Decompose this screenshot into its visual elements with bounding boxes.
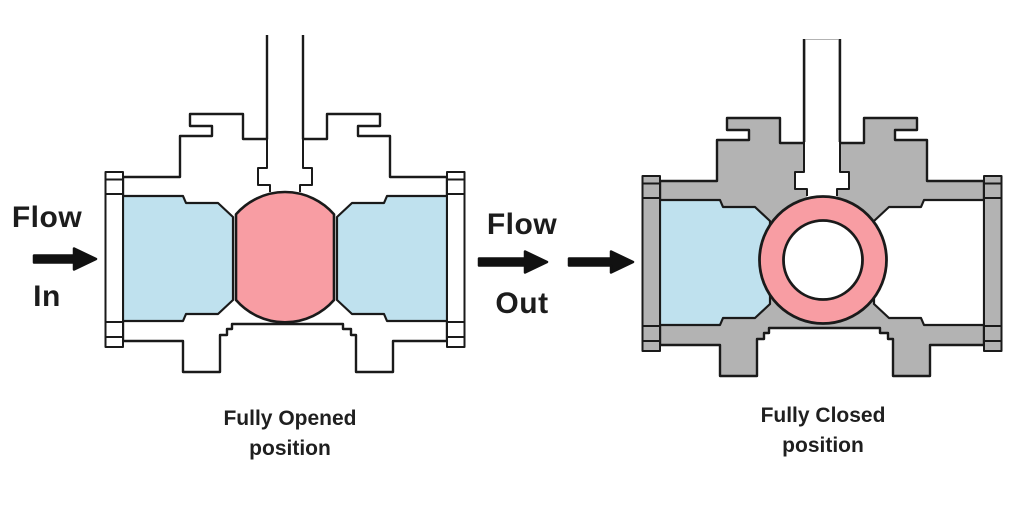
- valve-open-caption: Fully Opened position: [158, 404, 422, 464]
- flow-channel-outlet-empty: [872, 198, 986, 327]
- ball-open: [234, 190, 336, 324]
- flow-in-label-word: Flow: [11, 201, 83, 234]
- flow-channel-inlet: [121, 194, 235, 323]
- stem-shaft: [805, 40, 839, 144]
- flow-channel-outlet: [335, 194, 449, 323]
- transition-arrow-icon: [567, 250, 635, 274]
- valve-closed-caption: Fully Closed position: [691, 401, 955, 461]
- flow-in-label-direction: In: [33, 280, 61, 313]
- valve-open-caption-line1: Fully Opened: [223, 407, 357, 430]
- stem-open-top: [262, 28, 308, 35]
- flow-out-arrow-icon: [477, 250, 549, 274]
- flow-out-label-word: Flow: [486, 208, 558, 241]
- flow-channel-inlet: [658, 198, 772, 327]
- valve-closed-caption-line2: position: [782, 434, 864, 457]
- valve-open-caption-line2: position: [249, 437, 331, 460]
- stem-foot: [795, 142, 849, 197]
- flow-in-arrow-icon: [32, 247, 98, 271]
- stem-open-top: [799, 32, 845, 39]
- valve-open-diagram: [104, 28, 466, 374]
- flow-out-label-direction: Out: [495, 287, 549, 320]
- valve-closed-caption-line1: Fully Closed: [760, 404, 886, 427]
- valve-closed-diagram: [641, 32, 1003, 378]
- ball-bore: [782, 219, 864, 301]
